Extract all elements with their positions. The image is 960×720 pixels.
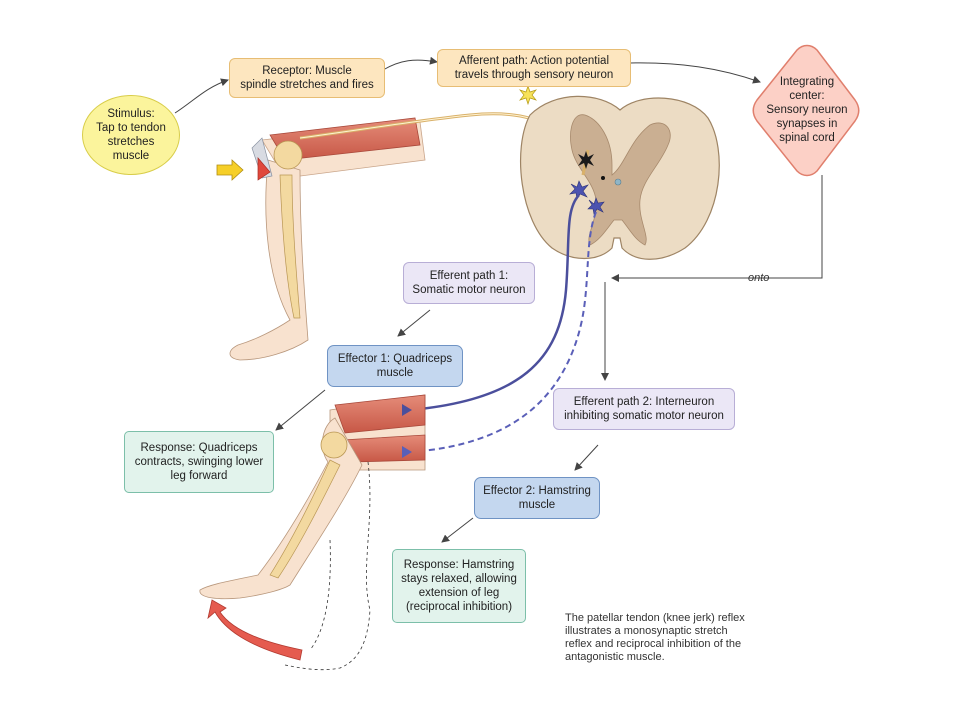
inhibited-motor-neuron-fiber [409, 211, 597, 453]
interneuron-cell-body-icon [587, 197, 605, 215]
tap-arrow-icon [216, 159, 244, 181]
leg-swing-arrow-icon [207, 599, 303, 661]
quadriceps-endplate-icon [402, 404, 412, 416]
upper-leg-illustration [216, 117, 426, 361]
response-1-label: Response: Quadriceps contracts, swinging… [124, 431, 274, 493]
figure-caption: The patellar tendon (knee jerk) reflex i… [565, 612, 745, 663]
spinal-cord-cross-section [520, 95, 720, 260]
afferent-path-label: Afferent path: Action potential travels … [437, 49, 631, 87]
effector-2-label: Effector 2: Hamstring muscle [474, 477, 600, 519]
integrating-center-label: Integrating center: Sensory neuron synap… [766, 76, 848, 144]
hamstring-endplate-icon [402, 446, 412, 458]
efferent-path-1-label: Efferent path 1: Somatic motor neuron [403, 262, 535, 304]
action-potential-icon [518, 84, 538, 106]
flow-arrows [174, 56, 823, 543]
receptor-label: Receptor: Muscle spindle stretches and f… [229, 58, 385, 98]
effector-1-label: Effector 1: Quadriceps muscle [327, 345, 463, 387]
integrating-center-diamond [752, 44, 860, 177]
stimulus-label: Stimulus: Tap to tendon stretches muscle [82, 95, 180, 175]
response-2-label: Response: Hamstring stays relaxed, allow… [392, 549, 526, 623]
motor-neuron-fiber [409, 194, 580, 412]
efferent-path-2-label: Efferent path 2: Interneuron inhibiting … [553, 388, 735, 430]
sensory-neuron-terminal-icon [578, 151, 594, 169]
onto-label: onto [748, 272, 770, 284]
